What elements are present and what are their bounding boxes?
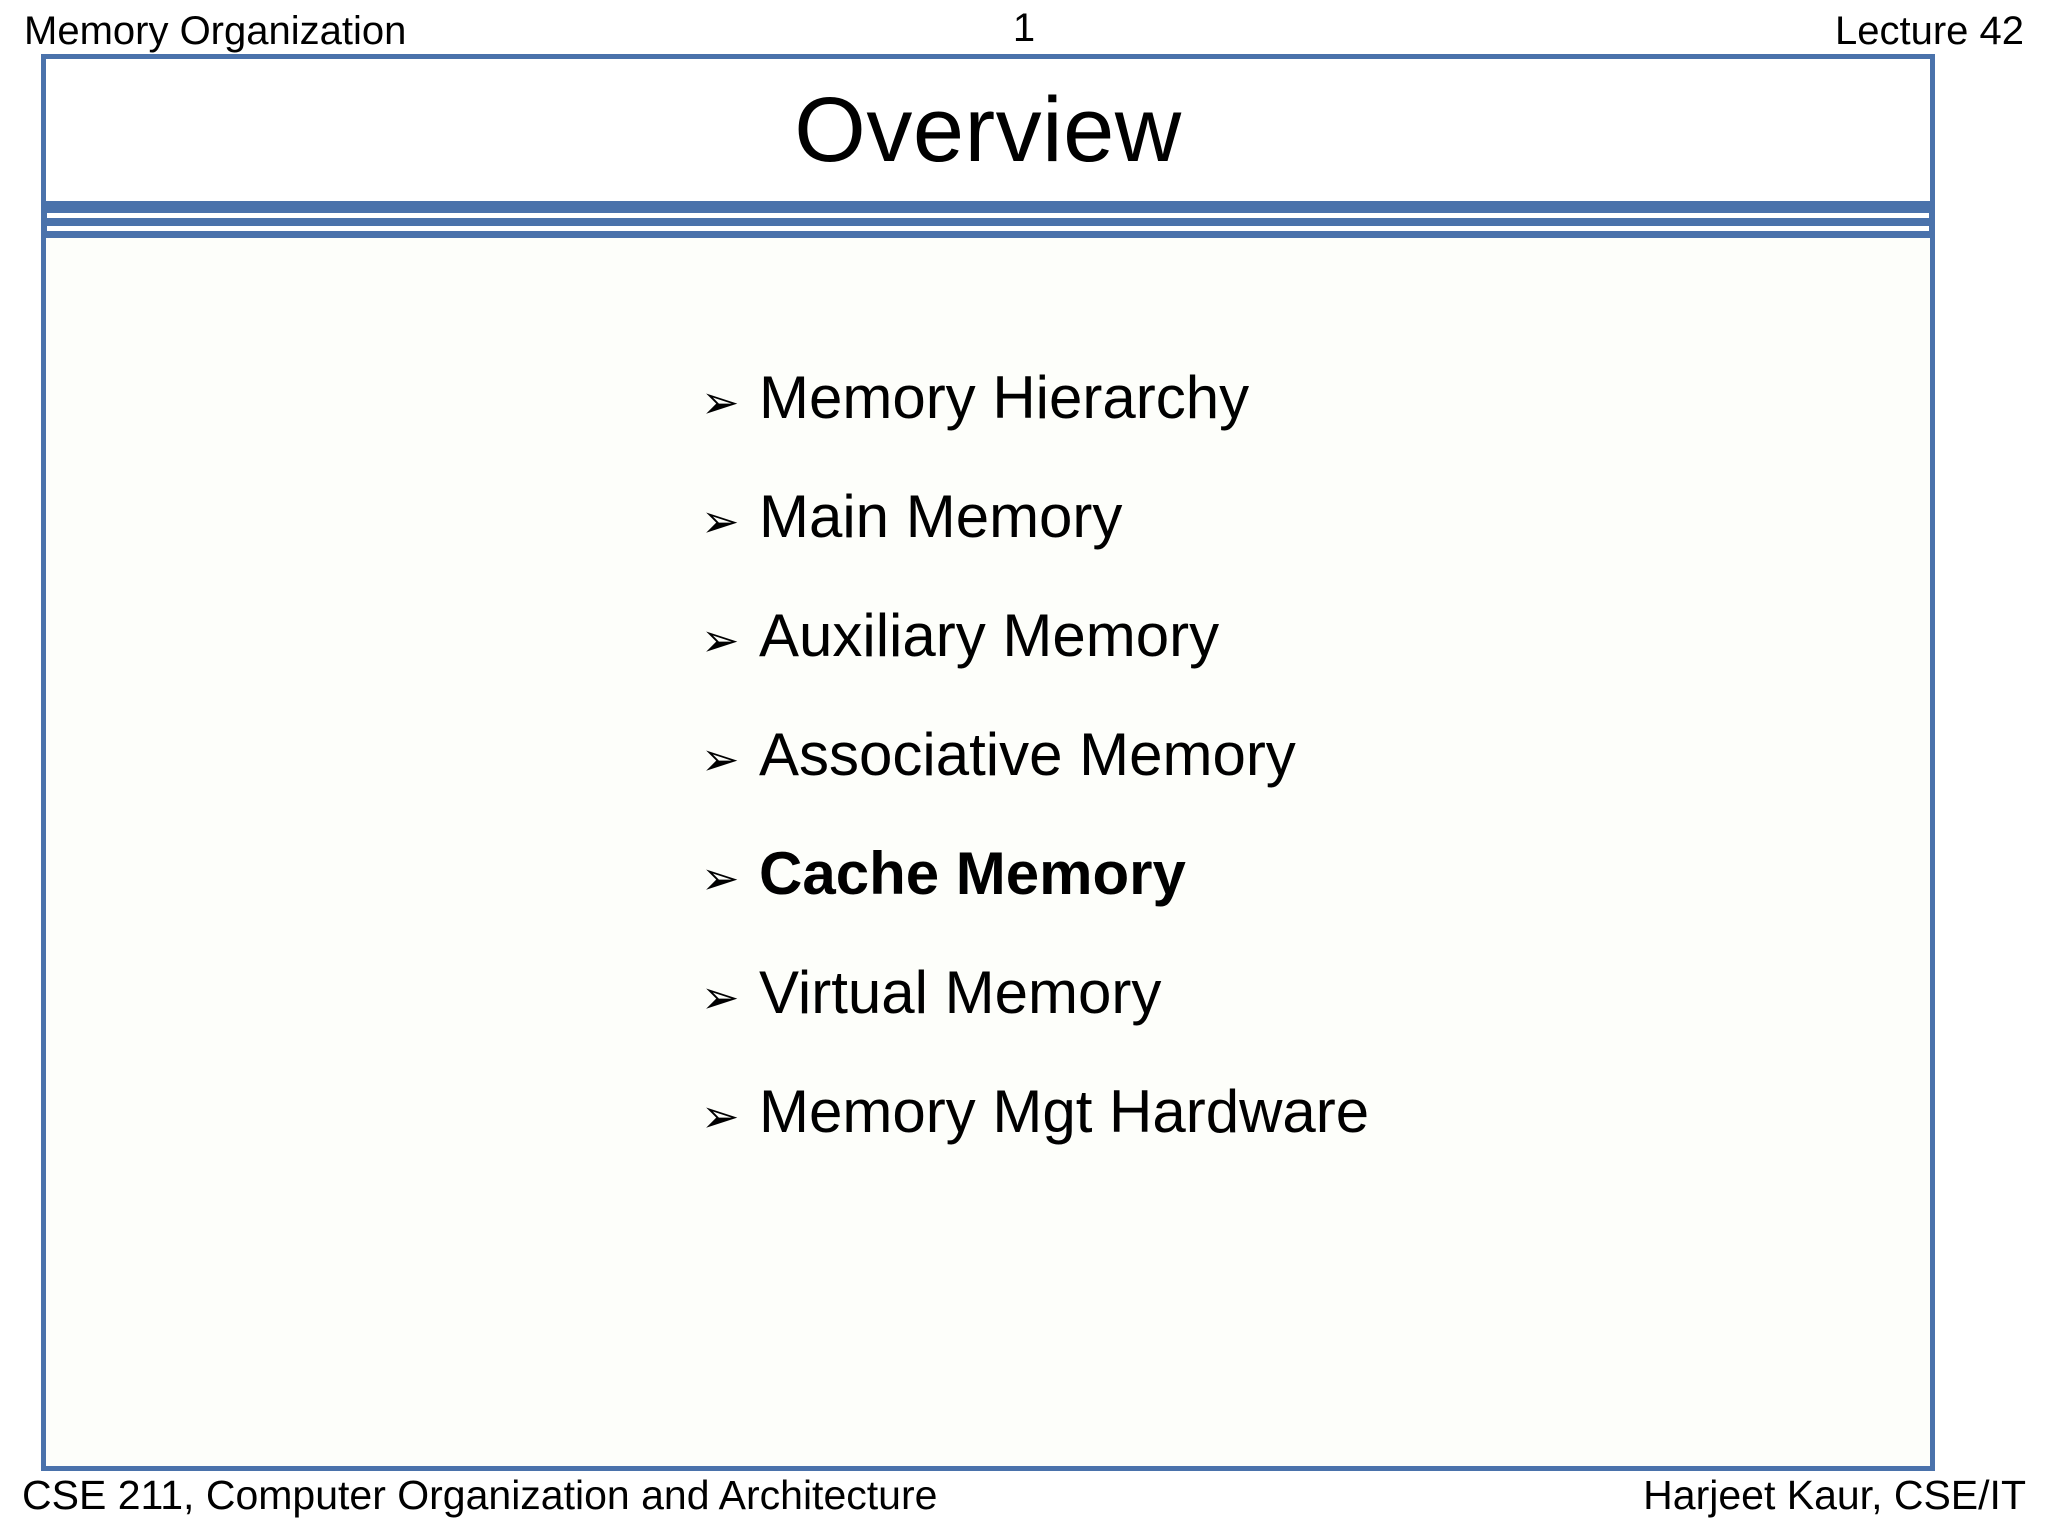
footer-course-label: CSE 211, Computer Organization and Archi…	[22, 1472, 938, 1518]
arrowhead-bullet-icon: ➢	[701, 970, 740, 1024]
list-item: ➢ Memory Mgt Hardware	[701, 1082, 1369, 1201]
arrowhead-bullet-icon: ➢	[701, 851, 740, 905]
list-item-label: Main Memory	[759, 483, 1123, 550]
list-item-label: Memory Mgt Hardware	[759, 1078, 1370, 1145]
header-lecture-label: Lecture 42	[1834, 9, 2024, 53]
divider-rule-top	[41, 206, 1935, 213]
arrowhead-bullet-icon: ➢	[701, 375, 740, 429]
title-divider	[41, 206, 1935, 236]
list-item-highlighted: ➢ Cache Memory	[701, 844, 1369, 963]
arrowhead-bullet-icon: ➢	[701, 613, 740, 667]
footer-author-label: Harjeet Kaur, CSE/IT	[1643, 1472, 2026, 1518]
divider-right-cap	[1929, 206, 1935, 236]
list-item-label: Auxiliary Memory	[759, 602, 1220, 669]
list-item: ➢ Associative Memory	[701, 725, 1369, 844]
list-item-label: Memory Hierarchy	[759, 364, 1250, 431]
arrowhead-bullet-icon: ➢	[701, 494, 740, 548]
list-item: ➢ Virtual Memory	[701, 963, 1369, 1082]
divider-left-cap	[41, 206, 47, 236]
list-item-label: Associative Memory	[759, 721, 1296, 788]
arrowhead-bullet-icon: ➢	[701, 1089, 740, 1143]
list-item: ➢ Memory Hierarchy	[701, 368, 1369, 487]
list-item-label: Virtual Memory	[759, 959, 1162, 1026]
list-item: ➢ Main Memory	[701, 487, 1369, 606]
divider-rule-middle	[41, 218, 1935, 226]
list-item-label: Cache Memory	[759, 840, 1186, 907]
overview-bullet-list: ➢ Memory Hierarchy ➢ Main Memory ➢ Auxil…	[701, 368, 1369, 1201]
arrowhead-bullet-icon: ➢	[701, 732, 740, 786]
header-subject-label: Memory Organization	[24, 9, 407, 53]
slide-title: Overview	[794, 79, 1182, 181]
list-item: ➢ Auxiliary Memory	[701, 606, 1369, 725]
slide-title-box: Overview	[41, 54, 1935, 206]
slide-footer: CSE 211, Computer Organization and Archi…	[0, 1472, 2048, 1536]
slide-header: Memory Organization 1 Lecture 42	[0, 0, 2048, 62]
slide-content-box: ➢ Memory Hierarchy ➢ Main Memory ➢ Auxil…	[41, 233, 1935, 1471]
